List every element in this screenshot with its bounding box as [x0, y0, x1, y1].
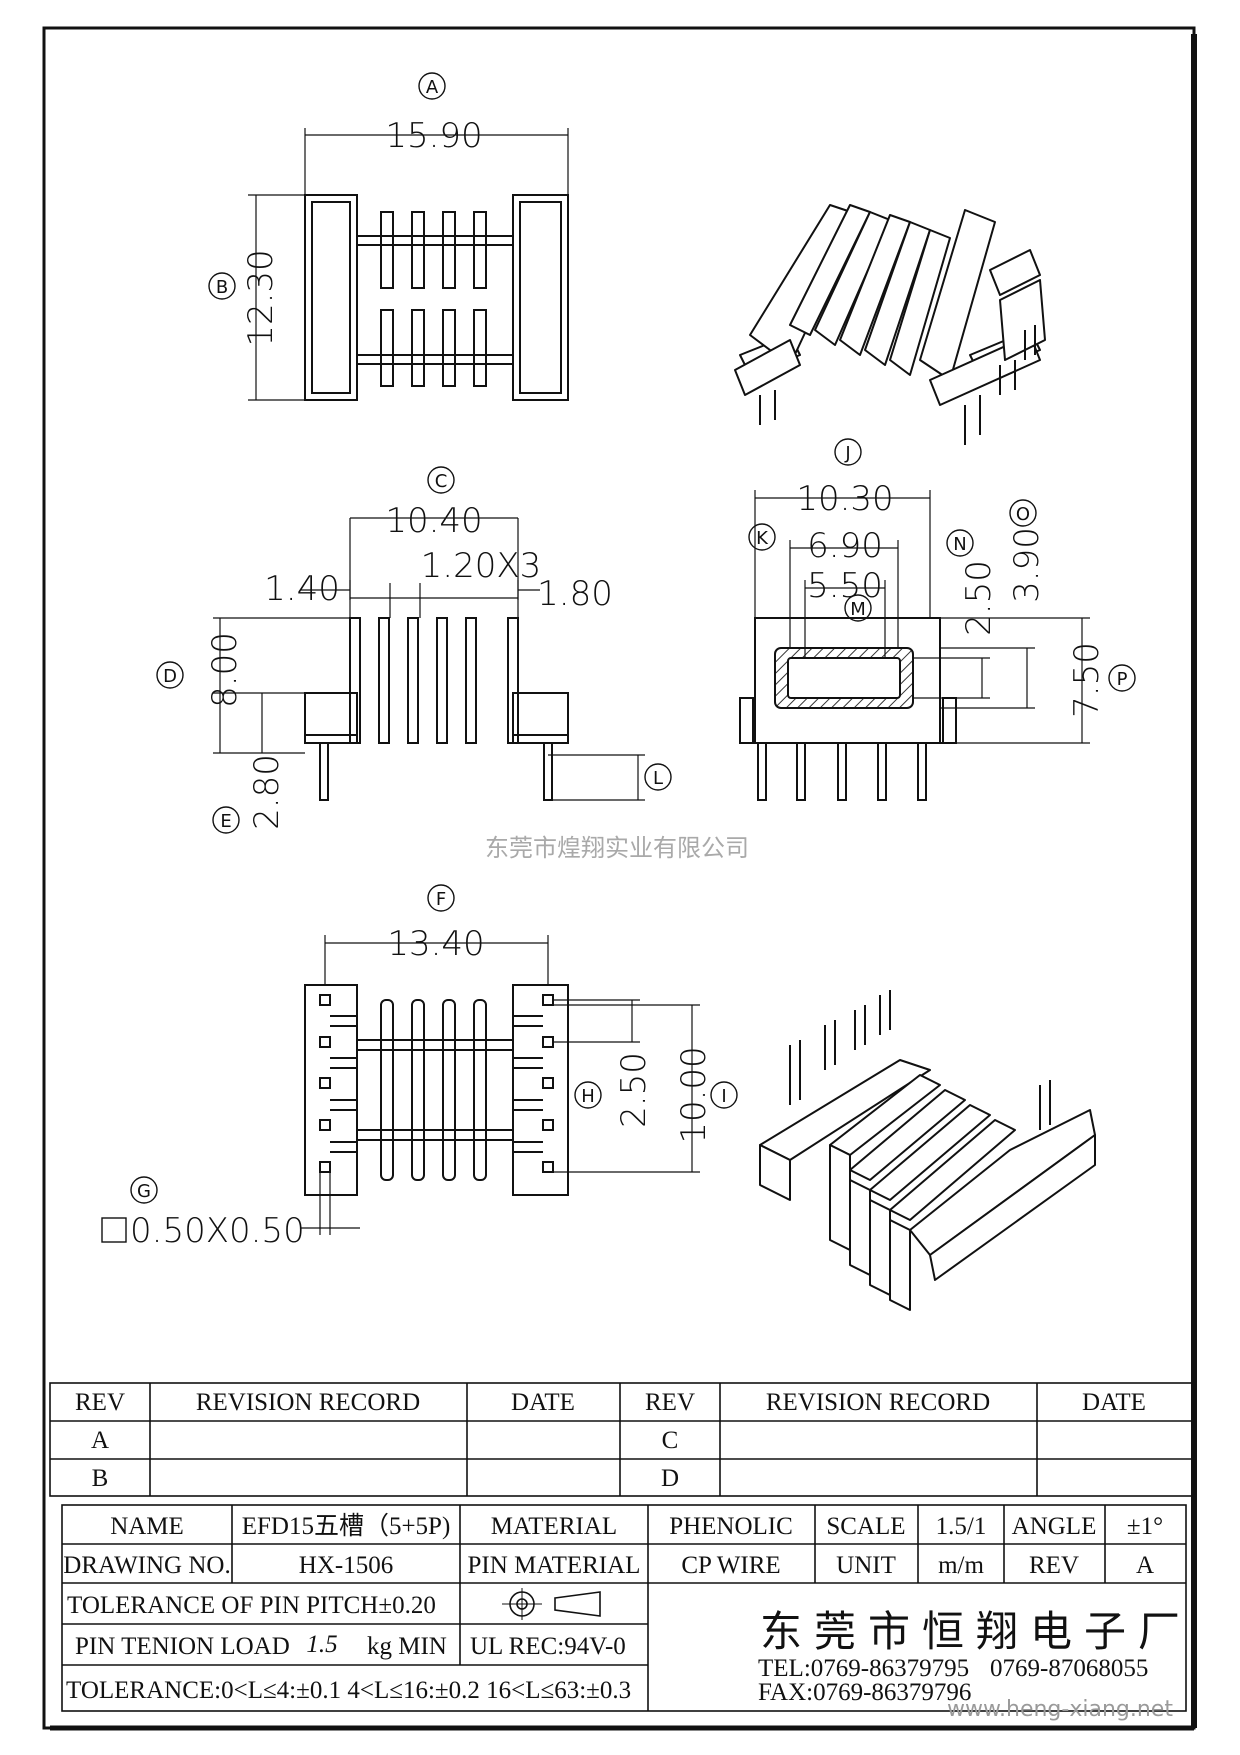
pin-tension-label: PIN TENION LOAD — [75, 1633, 290, 1660]
pin-tension-unit: kg MIN — [367, 1633, 447, 1660]
company-name: 东莞市恒翔电子厂 — [760, 1607, 1192, 1656]
end-view — [739, 438, 1136, 801]
ul-rec: UL REC:94V-0 — [470, 1633, 626, 1660]
dim-n-value: 2.50 — [959, 560, 999, 636]
material-value: PHENOLIC — [669, 1513, 793, 1540]
top-view — [208, 72, 569, 401]
side-view — [156, 466, 672, 834]
dim-c-label: C — [435, 471, 448, 492]
isometric-view-bottom — [759, 990, 1096, 1311]
name-value: EFD15五槽（5+5P) — [242, 1512, 451, 1540]
bottom-view — [101, 884, 738, 1243]
dim-j-value: 10.30 — [796, 479, 893, 519]
dim-p-label: P — [1117, 669, 1128, 690]
dim-f-value: 13.40 — [387, 924, 484, 964]
dim-p-value: 7.50 — [1067, 642, 1107, 718]
isometric-view-top — [734, 204, 1046, 445]
dim-h-value: 2.50 — [614, 1052, 654, 1128]
rev-value: A — [1136, 1552, 1154, 1579]
rev-header-2: REV — [645, 1389, 695, 1416]
watermark: 东莞市煌翔实业有限公司 — [485, 834, 749, 862]
unit-value: m/m — [938, 1552, 984, 1579]
scale-label: SCALE — [826, 1513, 905, 1540]
pin-material-value: CP WIRE — [681, 1552, 780, 1579]
pin-material-label: PIN MATERIAL — [468, 1552, 641, 1579]
dim-a-label: A — [426, 77, 439, 98]
website-watermark: www.heng-xiang.net — [947, 1697, 1173, 1722]
dim-j-label: J — [844, 443, 850, 464]
date-header-2: DATE — [1082, 1389, 1146, 1416]
angle-value: ±1° — [1127, 1513, 1163, 1540]
dim-left-value: 1.40 — [264, 569, 340, 609]
dim-right-value: 1.80 — [537, 574, 613, 614]
dim-e-label: E — [220, 811, 231, 832]
dim-d-value: 8.00 — [205, 632, 245, 708]
revision-record-header-1: REVISION RECORD — [196, 1389, 420, 1416]
date-header-1: DATE — [511, 1389, 575, 1416]
angle-label: ANGLE — [1012, 1513, 1097, 1540]
tolerance-general: TOLERANCE:0<L≤4:±0.1 4<L≤16:±0.2 16<L≤63… — [66, 1677, 631, 1704]
dim-a-value: 15.90 — [385, 116, 482, 156]
pin-tension-value: 1.5 — [306, 1631, 337, 1658]
title-block — [61, 1504, 1187, 1712]
dim-n-label: N — [953, 534, 966, 555]
dim-b-label: B — [216, 277, 228, 298]
dim-o-value: 3.90 — [1007, 527, 1047, 603]
drawing-no-value: HX-1506 — [299, 1552, 393, 1579]
dim-d-label: D — [163, 666, 177, 687]
revision-table — [49, 1382, 1195, 1497]
rev-cell-b: B — [92, 1465, 109, 1492]
dim-k-label: K — [756, 528, 769, 549]
dim-l-label: L — [653, 768, 663, 789]
dim-g-label: G — [137, 1181, 151, 1202]
dim-e-value: 2.80 — [247, 754, 287, 830]
rev-cell-d: D — [661, 1465, 679, 1492]
dim-mid-value: 1.20X3 — [421, 546, 542, 586]
dim-h-label: H — [581, 1086, 595, 1107]
dim-f-label: F — [436, 889, 446, 910]
material-label: MATERIAL — [491, 1513, 617, 1540]
rev-cell-a: A — [91, 1427, 109, 1454]
dim-b-value: 12.30 — [241, 249, 281, 346]
company-tel: TEL:0769-86379795 — [758, 1655, 969, 1682]
rev-cell-c: C — [662, 1427, 679, 1454]
dim-g-value: 0.50X0.50 — [130, 1211, 305, 1251]
dim-i-label: I — [721, 1086, 726, 1107]
company-fax: FAX:0769-86379796 — [758, 1679, 971, 1706]
dim-c-value: 10.40 — [385, 501, 482, 541]
drawing-no-label: DRAWING NO. — [63, 1552, 230, 1579]
dim-o-label: O — [1016, 504, 1030, 525]
dim-m-value: 5.50 — [807, 566, 883, 606]
rev-header-1: REV — [75, 1389, 125, 1416]
name-label: NAME — [110, 1513, 184, 1540]
rev-label: REV — [1029, 1552, 1079, 1579]
scale-value: 1.5/1 — [936, 1513, 987, 1540]
dim-i-value: 10.00 — [674, 1046, 714, 1143]
revision-record-header-2: REVISION RECORD — [766, 1389, 990, 1416]
unit-label: UNIT — [836, 1552, 896, 1579]
dim-m-label: M — [850, 599, 866, 620]
tolerance-pitch: TOLERANCE OF PIN PITCH±0.20 — [67, 1592, 436, 1619]
company-tel-2: 0769-87068055 — [990, 1655, 1148, 1682]
dim-k-value: 6.90 — [807, 526, 883, 566]
